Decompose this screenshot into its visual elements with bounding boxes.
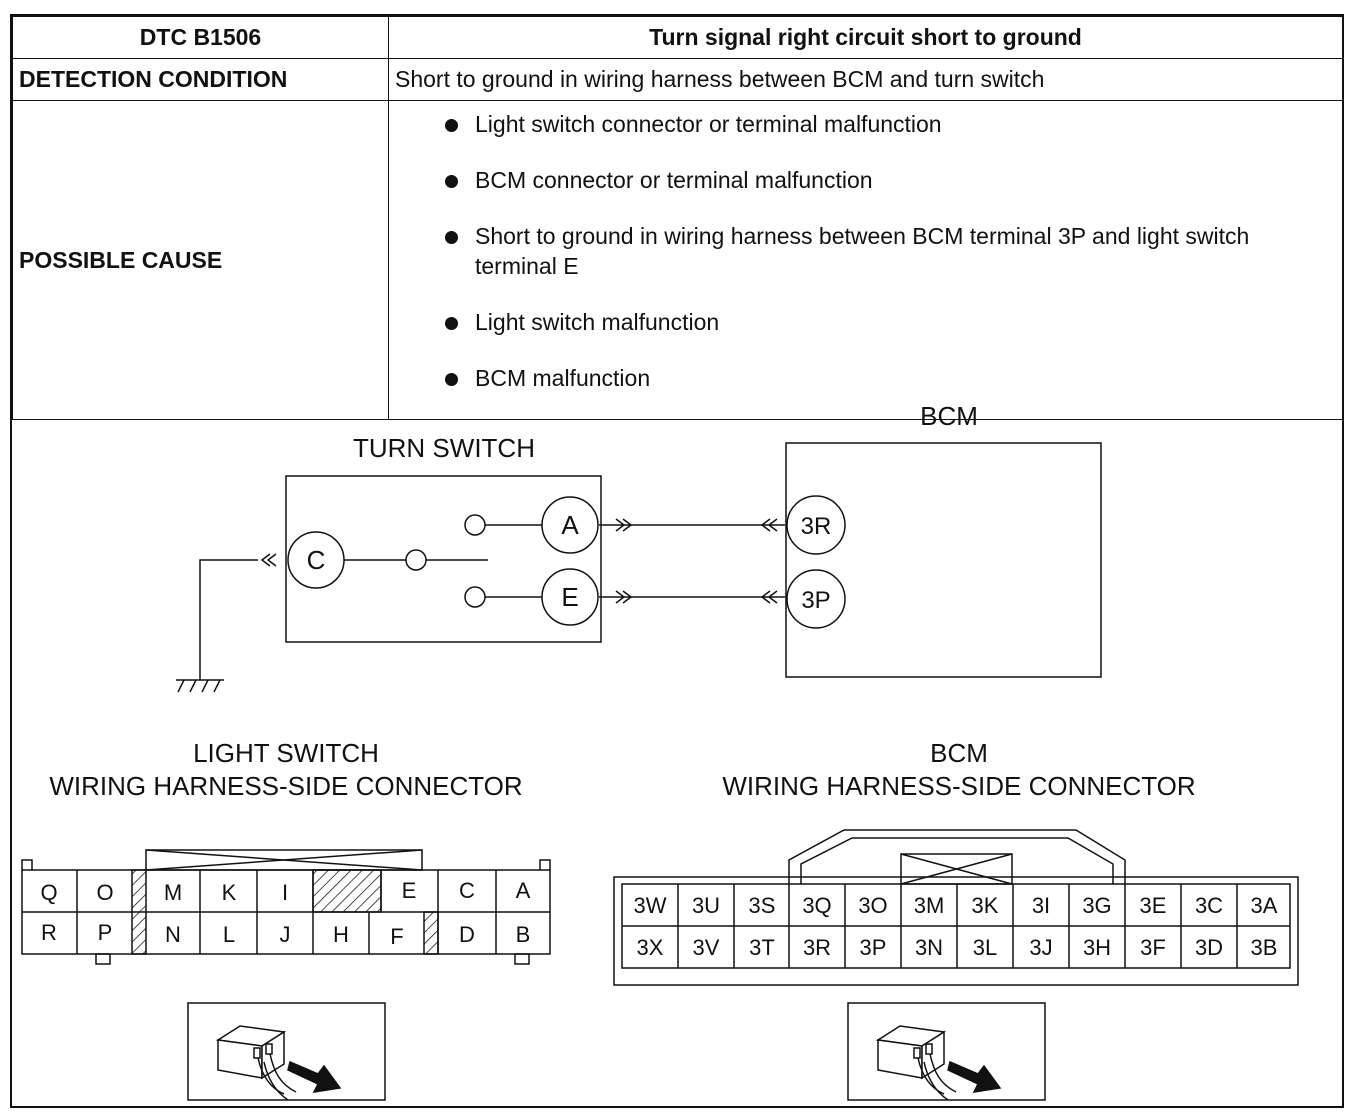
turn-switch-label: TURN SWITCH [353,433,535,463]
cause-item: BCM connector or terminal malfunction [441,165,1316,195]
light-connector-title-1: LIGHT SWITCH [193,738,379,768]
bcm-pin-3b: 3B [1251,935,1278,960]
light-pin-j: J [280,922,291,947]
light-pin-b: B [516,922,531,947]
harness-view-icon [187,1002,386,1101]
light-pin-h: H [333,922,349,947]
bcm-pin-3n: 3N [915,935,943,960]
bcm-connector-title-1: BCM [930,738,988,768]
cause-item: Light switch connector or terminal malfu… [441,109,1316,139]
terminal-a-circle [541,496,599,554]
terminal-c: C [307,545,326,575]
bcm-pin-3s: 3S [749,893,776,918]
dtc-sheet: DTC B1506 Turn signal right circuit shor… [10,14,1344,1108]
light-pin-p: P [98,920,113,945]
bcm-pin-3c: 3C [1195,893,1223,918]
bcm-connector-title-2: WIRING HARNESS-SIDE CONNECTOR [722,771,1195,801]
terminal-3r-circle [786,495,846,555]
detection-condition-value: Short to ground in wiring harness betwee… [388,58,1343,101]
cause-item: Light switch malfunction [441,307,1316,337]
harness-view-icon [847,1002,1046,1101]
bcm-connector [613,829,1299,986]
bcm-pin-3w: 3W [634,893,667,918]
possible-cause-list: Light switch connector or terminal malfu… [395,101,1336,393]
light-pin-l: L [223,922,235,947]
bcm-pin-3r: 3R [803,935,831,960]
possible-cause-label: POSSIBLE CAUSE [12,100,389,420]
cause-item: BCM malfunction [441,363,1316,393]
bcm-pin-3k: 3K [972,893,999,918]
terminal-3p-circle [786,569,846,629]
dtc-code: DTC B1506 [12,16,389,59]
bcm-pin-3f: 3F [1140,935,1166,960]
bcm-pin-3h: 3H [1083,935,1111,960]
light-pin-i: I [282,880,288,905]
bcm-pin-3x: 3X [637,935,664,960]
bcm-pin-3g: 3G [1082,893,1111,918]
terminal-3p: 3P [801,587,830,614]
ground-wire [199,559,258,680]
light-pin-e: E [402,878,417,903]
possible-cause-cell: Light switch connector or terminal malfu… [388,100,1343,420]
cause-item: Short to ground in wiring harness betwee… [441,221,1316,281]
terminal-a: A [561,510,579,540]
light-pin-f: F [390,924,403,949]
bcm-pin-3q: 3Q [802,893,831,918]
bcm-pin-3e: 3E [1140,893,1167,918]
bcm-pin-3t: 3T [749,935,775,960]
terminal-e-circle [541,568,599,626]
bcm-label: BCM [920,401,978,431]
detection-condition-label: DETECTION CONDITION [12,58,389,101]
wiring-diagram: TURN SWITCH BCM C A E 3R 3P LIGHT SWITCH… [21,401,1299,1101]
bcm-pin-3v: 3V [693,935,720,960]
bcm-pin-3u: 3U [692,893,720,918]
light-pin-k: K [222,880,237,905]
light-pin-a: A [516,878,531,903]
bcm-pin-3o: 3O [858,893,887,918]
light-pin-m: M [164,880,182,905]
terminal-c-circle [287,531,345,589]
bcm-pin-3i: 3I [1032,893,1050,918]
turn-switch-box [285,475,602,643]
bcm-pin-3a: 3A [1251,893,1278,918]
terminal-3r: 3R [801,513,832,540]
light-pin-r: R [41,920,57,945]
bcm-pin-3l: 3L [973,935,997,960]
switch-pivot-contact [405,549,427,571]
light-pin-c: C [459,878,475,903]
light-switch-connector [21,849,551,965]
bcm-pin-3m: 3M [914,893,945,918]
light-pin-o: O [96,880,113,905]
terminal-e: E [561,582,578,612]
light-pin-q: Q [40,880,57,905]
bcm-pin-3j: 3J [1029,935,1052,960]
bcm-pin-3p: 3P [860,935,887,960]
dtc-table: DTC B1506 Turn signal right circuit shor… [12,16,1343,420]
light-pin-d: D [459,922,475,947]
light-connector-title-2: WIRING HARNESS-SIDE CONNECTOR [49,771,522,801]
bcm-pin-3d: 3D [1195,935,1223,960]
light-pin-n: N [165,922,181,947]
bcm-box [785,442,1102,678]
dtc-title: Turn signal right circuit short to groun… [388,16,1343,59]
